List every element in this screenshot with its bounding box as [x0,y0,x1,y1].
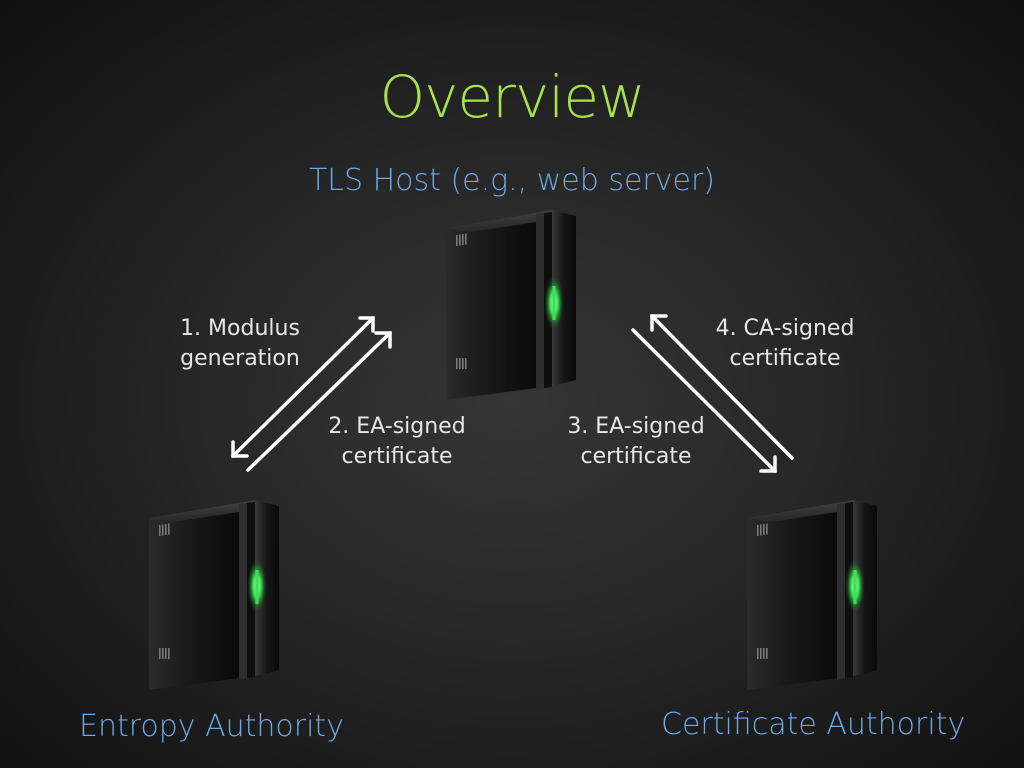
entropy-authority-server-icon [149,500,279,690]
step1-label: 1. Modulus generation [174,314,306,374]
step1-line1: 1. Modulus [180,316,300,341]
certificate-authority-label: Certificate Authority [661,707,966,742]
step4-line2: certificate [729,346,841,371]
step3-line1: 3. EA-signed [567,414,705,439]
step2-line1: 2. EA-signed [328,414,466,439]
arrow-step1 [231,316,375,458]
step4-label: 4. CA-signed certificate [706,314,864,374]
slide-title: Overview [379,63,645,131]
certificate-authority-server-icon [747,500,877,690]
arrow-step4 [650,314,794,460]
tls-host-server-icon [446,210,576,400]
step3-label: 3. EA-signed certificate [559,412,713,472]
step3-line2: certificate [580,444,692,469]
step2-label: 2. EA-signed certificate [320,412,474,472]
step1-line2: generation [180,346,300,371]
entropy-authority-label: Entropy Authority [79,709,344,744]
tls-host-label: TLS Host (e.g., web server) [308,163,715,198]
step4-line1: 4. CA-signed [715,316,855,341]
arrow-step3 [631,328,777,473]
step2-line2: certificate [341,444,453,469]
arrow-step2 [246,331,392,472]
